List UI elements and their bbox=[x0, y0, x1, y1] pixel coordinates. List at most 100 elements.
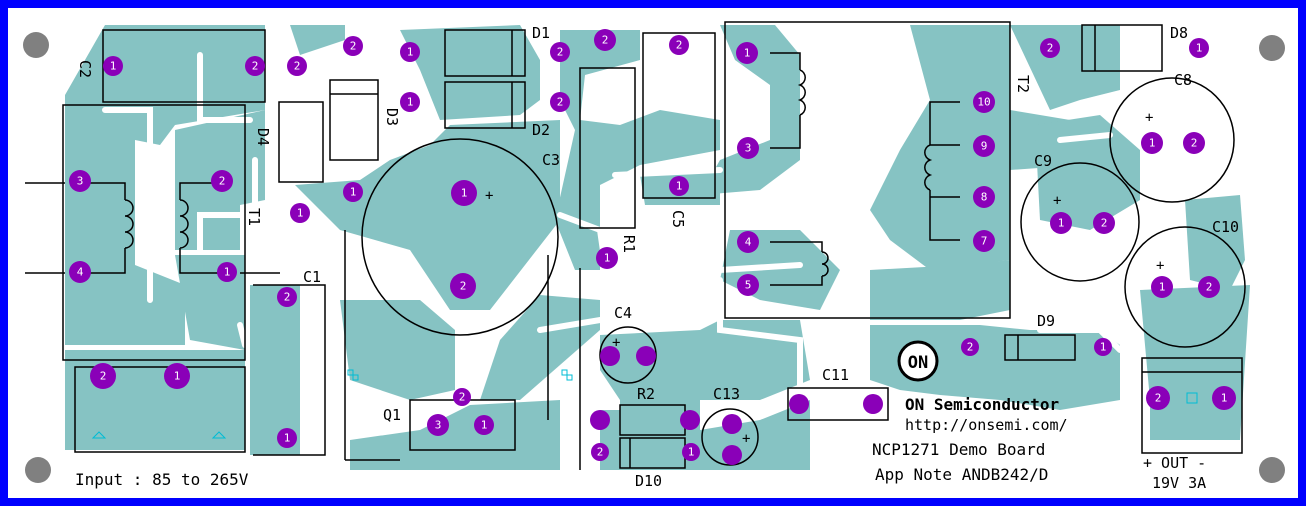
pad-number: 1 bbox=[224, 266, 231, 279]
pad-number: 10 bbox=[977, 96, 990, 109]
label-d4: D4 bbox=[254, 128, 272, 146]
pad bbox=[1050, 212, 1072, 234]
pad-number: 2 bbox=[460, 280, 467, 293]
pad bbox=[636, 346, 656, 366]
reference-labels: C2 D4 D3 T1 C1 D1 D2 C3 R1 C5 T2 D8 C8 C… bbox=[76, 24, 1239, 490]
pad bbox=[1093, 212, 1115, 234]
pad bbox=[600, 346, 620, 366]
pad bbox=[69, 170, 91, 192]
mounting-hole bbox=[1259, 35, 1285, 61]
pad bbox=[287, 56, 307, 76]
pad-number: 1 bbox=[1058, 217, 1065, 230]
mounting-hole bbox=[1259, 457, 1285, 483]
label-t1: T1 bbox=[245, 208, 263, 226]
label-c2: C2 bbox=[76, 60, 94, 78]
pad-number: 2 bbox=[294, 60, 301, 73]
label-c10: C10 bbox=[1212, 218, 1239, 236]
pad-number: 2 bbox=[1191, 137, 1198, 150]
pad-number: 8 bbox=[981, 191, 988, 204]
pad bbox=[1183, 132, 1205, 154]
label-r2: R2 bbox=[637, 385, 655, 403]
mounting-hole bbox=[25, 457, 51, 483]
pad-number: 1 bbox=[407, 46, 414, 59]
website-url: http://onsemi.com/ bbox=[905, 416, 1068, 434]
pad bbox=[789, 394, 809, 414]
label-d1: D1 bbox=[532, 24, 550, 42]
pad bbox=[103, 56, 123, 76]
pad bbox=[590, 410, 610, 430]
svg-text:+: + bbox=[1145, 110, 1153, 126]
polarity-marks: + + + + + + bbox=[485, 110, 1164, 447]
pad bbox=[451, 180, 477, 206]
pad bbox=[1040, 38, 1060, 58]
pad-number: 1 bbox=[461, 187, 468, 200]
pad bbox=[594, 29, 616, 51]
company-name: ON Semiconductor bbox=[905, 395, 1059, 414]
pad-number: 2 bbox=[1047, 42, 1054, 55]
pad-number: 2 bbox=[284, 291, 291, 304]
label-c11: C11 bbox=[822, 366, 849, 384]
pad bbox=[211, 170, 233, 192]
pad bbox=[669, 35, 689, 55]
pad-number: 3 bbox=[745, 142, 752, 155]
pad bbox=[400, 42, 420, 62]
pad bbox=[1151, 276, 1173, 298]
mounting-hole bbox=[23, 32, 49, 58]
pad bbox=[277, 287, 297, 307]
pad bbox=[682, 443, 700, 461]
pad bbox=[863, 394, 883, 414]
pad bbox=[400, 92, 420, 112]
pad bbox=[290, 203, 310, 223]
label-d2: D2 bbox=[532, 121, 550, 139]
pad bbox=[680, 410, 700, 430]
pad bbox=[1212, 386, 1236, 410]
pad-number: 2 bbox=[1101, 217, 1108, 230]
output-rating: 19V 3A bbox=[1152, 474, 1206, 492]
pad bbox=[474, 415, 494, 435]
pad bbox=[737, 231, 759, 253]
board-text: Input : 85 to 265V ON Semiconductor http… bbox=[75, 395, 1206, 492]
label-d8: D8 bbox=[1170, 24, 1188, 42]
pad bbox=[961, 338, 979, 356]
pad bbox=[164, 363, 190, 389]
pad-number: 1 bbox=[1149, 137, 1156, 150]
pad-number: 2 bbox=[557, 46, 564, 59]
pad bbox=[450, 273, 476, 299]
label-q1: Q1 bbox=[383, 406, 401, 424]
pad-number: 1 bbox=[284, 432, 291, 445]
pad bbox=[453, 388, 471, 406]
pad bbox=[722, 445, 742, 465]
app-note: App Note ANDB242/D bbox=[875, 465, 1048, 484]
pad bbox=[973, 91, 995, 113]
pad-number: 1 bbox=[1196, 42, 1203, 55]
pad bbox=[1189, 38, 1209, 58]
board-name: NCP1271 Demo Board bbox=[872, 440, 1045, 459]
pad-number: 2 bbox=[100, 370, 107, 383]
pad bbox=[1094, 338, 1112, 356]
pad bbox=[550, 42, 570, 62]
label-c13: C13 bbox=[713, 385, 740, 403]
pad-number: 1 bbox=[604, 252, 611, 265]
pad-number: 2 bbox=[597, 446, 604, 459]
svg-text:+: + bbox=[1053, 193, 1061, 209]
pad-number: 1 bbox=[174, 370, 181, 383]
pad-number: 1 bbox=[350, 186, 357, 199]
svg-text:+: + bbox=[1156, 258, 1164, 274]
pad bbox=[1146, 386, 1170, 410]
pad bbox=[427, 414, 449, 436]
pad-number: 2 bbox=[350, 40, 357, 53]
pad-number: 2 bbox=[967, 341, 974, 354]
logo-text: ON bbox=[908, 353, 928, 373]
pad bbox=[69, 261, 91, 283]
label-c8: C8 bbox=[1174, 71, 1192, 89]
pad bbox=[973, 186, 995, 208]
trace-gaps bbox=[102, 52, 1123, 413]
pad-number: 1 bbox=[744, 47, 751, 60]
pad bbox=[596, 247, 618, 269]
pad-number: 2 bbox=[676, 39, 683, 52]
pad bbox=[737, 274, 759, 296]
label-d3: D3 bbox=[383, 108, 401, 126]
label-c9: C9 bbox=[1034, 152, 1052, 170]
pad-number: 9 bbox=[981, 140, 988, 153]
